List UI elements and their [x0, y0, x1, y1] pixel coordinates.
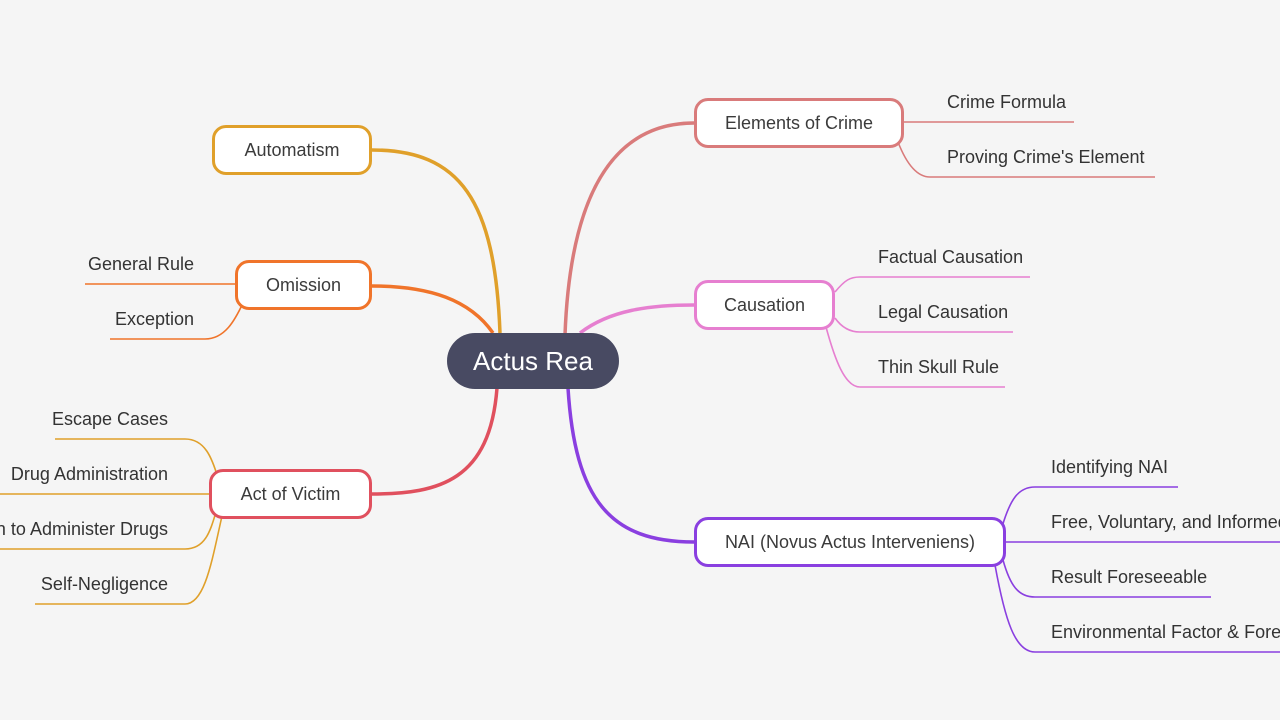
link-causation: [578, 303, 695, 335]
root-label: Actus Rea: [473, 345, 593, 376]
link-elements-of-crime: [563, 121, 695, 336]
node-label: Elements of Crime: [724, 112, 874, 133]
node-act-of-victim[interactable]: Act of Victim: [209, 469, 372, 519]
leaf-exception[interactable]: Exception: [114, 309, 194, 329]
leaf-free-voluntary-informed[interactable]: Free, Voluntary, and Informed: [1051, 512, 1280, 532]
leaf-self-negligence[interactable]: Self-Negligence: [40, 574, 168, 594]
node-nai[interactable]: NAI (Novus Actus Interveniens): [694, 517, 1006, 567]
leaf-drug-administration[interactable]: Drug Administration: [10, 464, 168, 484]
node-automatism[interactable]: Automatism: [212, 125, 372, 175]
link-automatism: [371, 148, 502, 334]
node-label: Omission: [265, 274, 341, 295]
node-label: Automatism: [244, 139, 340, 160]
leaf-legal-causation[interactable]: Legal Causation: [878, 302, 1009, 322]
leaf-factual-causation[interactable]: Factual Causation: [878, 247, 1024, 267]
node-omission[interactable]: Omission: [235, 260, 372, 310]
node-label: Act of Victim: [240, 483, 341, 504]
leaf-escape-cases[interactable]: Escape Cases: [51, 409, 168, 429]
link-omission: [371, 284, 495, 335]
root-node[interactable]: Actus Rea: [447, 333, 619, 389]
node-causation[interactable]: Causation: [694, 280, 835, 330]
leaf-proving-crimes-element[interactable]: Proving Crime's Element: [947, 147, 1145, 167]
link-nai: [566, 387, 695, 544]
node-label: NAI (Novus Actus Interveniens): [724, 531, 976, 552]
leaf-general-rule[interactable]: General Rule: [87, 254, 194, 274]
leaf-environmental-factor[interactable]: Environmental Factor & Foreseeability: [1051, 622, 1280, 642]
leaf-identifying-nai[interactable]: Identifying NAI: [1051, 457, 1169, 477]
node-elements-of-crime[interactable]: Elements of Crime: [694, 98, 904, 148]
link-act-of-victim: [371, 387, 499, 496]
node-label: Causation: [723, 294, 806, 315]
leaf-self-injection-drugs[interactable]: Self-Injection to Administer Drugs: [0, 519, 168, 539]
leaf-thin-skull-rule[interactable]: Thin Skull Rule: [878, 357, 1000, 377]
leaf-crime-formula[interactable]: Crime Formula: [947, 92, 1067, 112]
leaf-result-foreseeable[interactable]: Result Foreseeable: [1051, 567, 1208, 587]
